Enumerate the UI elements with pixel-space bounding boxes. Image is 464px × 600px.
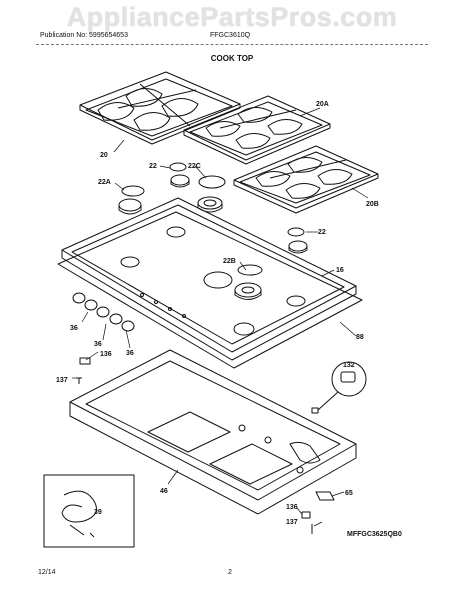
power-cord-box-39 — [43, 474, 135, 548]
burner-cap-22c — [198, 175, 226, 189]
callout-20: 20 — [100, 152, 108, 159]
callout-22-right: 22 — [318, 229, 326, 236]
callout-132: 132 — [343, 362, 355, 369]
callout-137-left: 137 — [56, 377, 68, 384]
callout-20a: 20A — [316, 101, 329, 108]
gasket-88 — [57, 211, 363, 369]
part-65 — [315, 491, 335, 501]
publication-number: Publication No: 5995654653 — [40, 32, 128, 39]
callout-22b: 22B — [223, 258, 236, 265]
watermark: AppliancePartsPros.com — [66, 2, 398, 32]
callout-137-right: 137 — [286, 519, 298, 526]
callout-36-b: 36 — [94, 341, 102, 348]
callout-22a: 22A — [98, 179, 111, 186]
section-title: COOK TOP — [210, 54, 254, 63]
burner-head-22b — [234, 282, 262, 300]
callout-22c: 22C — [188, 163, 201, 170]
callout-65: 65 — [345, 490, 353, 497]
figure-code: MFFGC3625QB0 — [347, 531, 402, 538]
callout-136-left: 136 — [100, 351, 112, 358]
model-number: FFGC3610Q — [210, 32, 251, 39]
header-rule — [36, 44, 428, 45]
callout-88: 88 — [356, 334, 364, 341]
control-knobs-36 — [72, 292, 135, 332]
burner-head-22a — [118, 198, 142, 215]
burner-cap-22a — [121, 185, 145, 197]
callout-36-c: 36 — [126, 350, 134, 357]
burner-head-22-right — [288, 240, 308, 254]
callout-46: 46 — [160, 488, 168, 495]
screw-137-left — [76, 377, 82, 384]
part-136-right — [301, 511, 311, 519]
burner-cap-22b — [237, 264, 263, 276]
callout-136-right: 136 — [286, 504, 298, 511]
callout-16: 16 — [336, 267, 344, 274]
burner-box-46 — [69, 349, 357, 515]
callout-39: 39 — [94, 509, 102, 516]
leader-lines — [72, 107, 369, 527]
burner-cap-22-top — [169, 162, 187, 172]
part-136-left — [79, 357, 91, 365]
burner-head-22-top — [170, 174, 190, 188]
footer-page-number: 2 — [228, 569, 232, 576]
grate-20b — [233, 145, 379, 214]
callout-22-top: 22 — [149, 163, 157, 170]
grate-20a — [183, 95, 331, 165]
cooktop-top-16 — [61, 197, 357, 361]
grate-20 — [79, 71, 241, 145]
part-132-detail — [311, 361, 367, 414]
callout-20b: 20B — [366, 201, 379, 208]
callout-36-a: 36 — [70, 325, 78, 332]
footer-date: 12/14 — [38, 569, 56, 576]
burner-cap-22-right — [287, 227, 305, 237]
